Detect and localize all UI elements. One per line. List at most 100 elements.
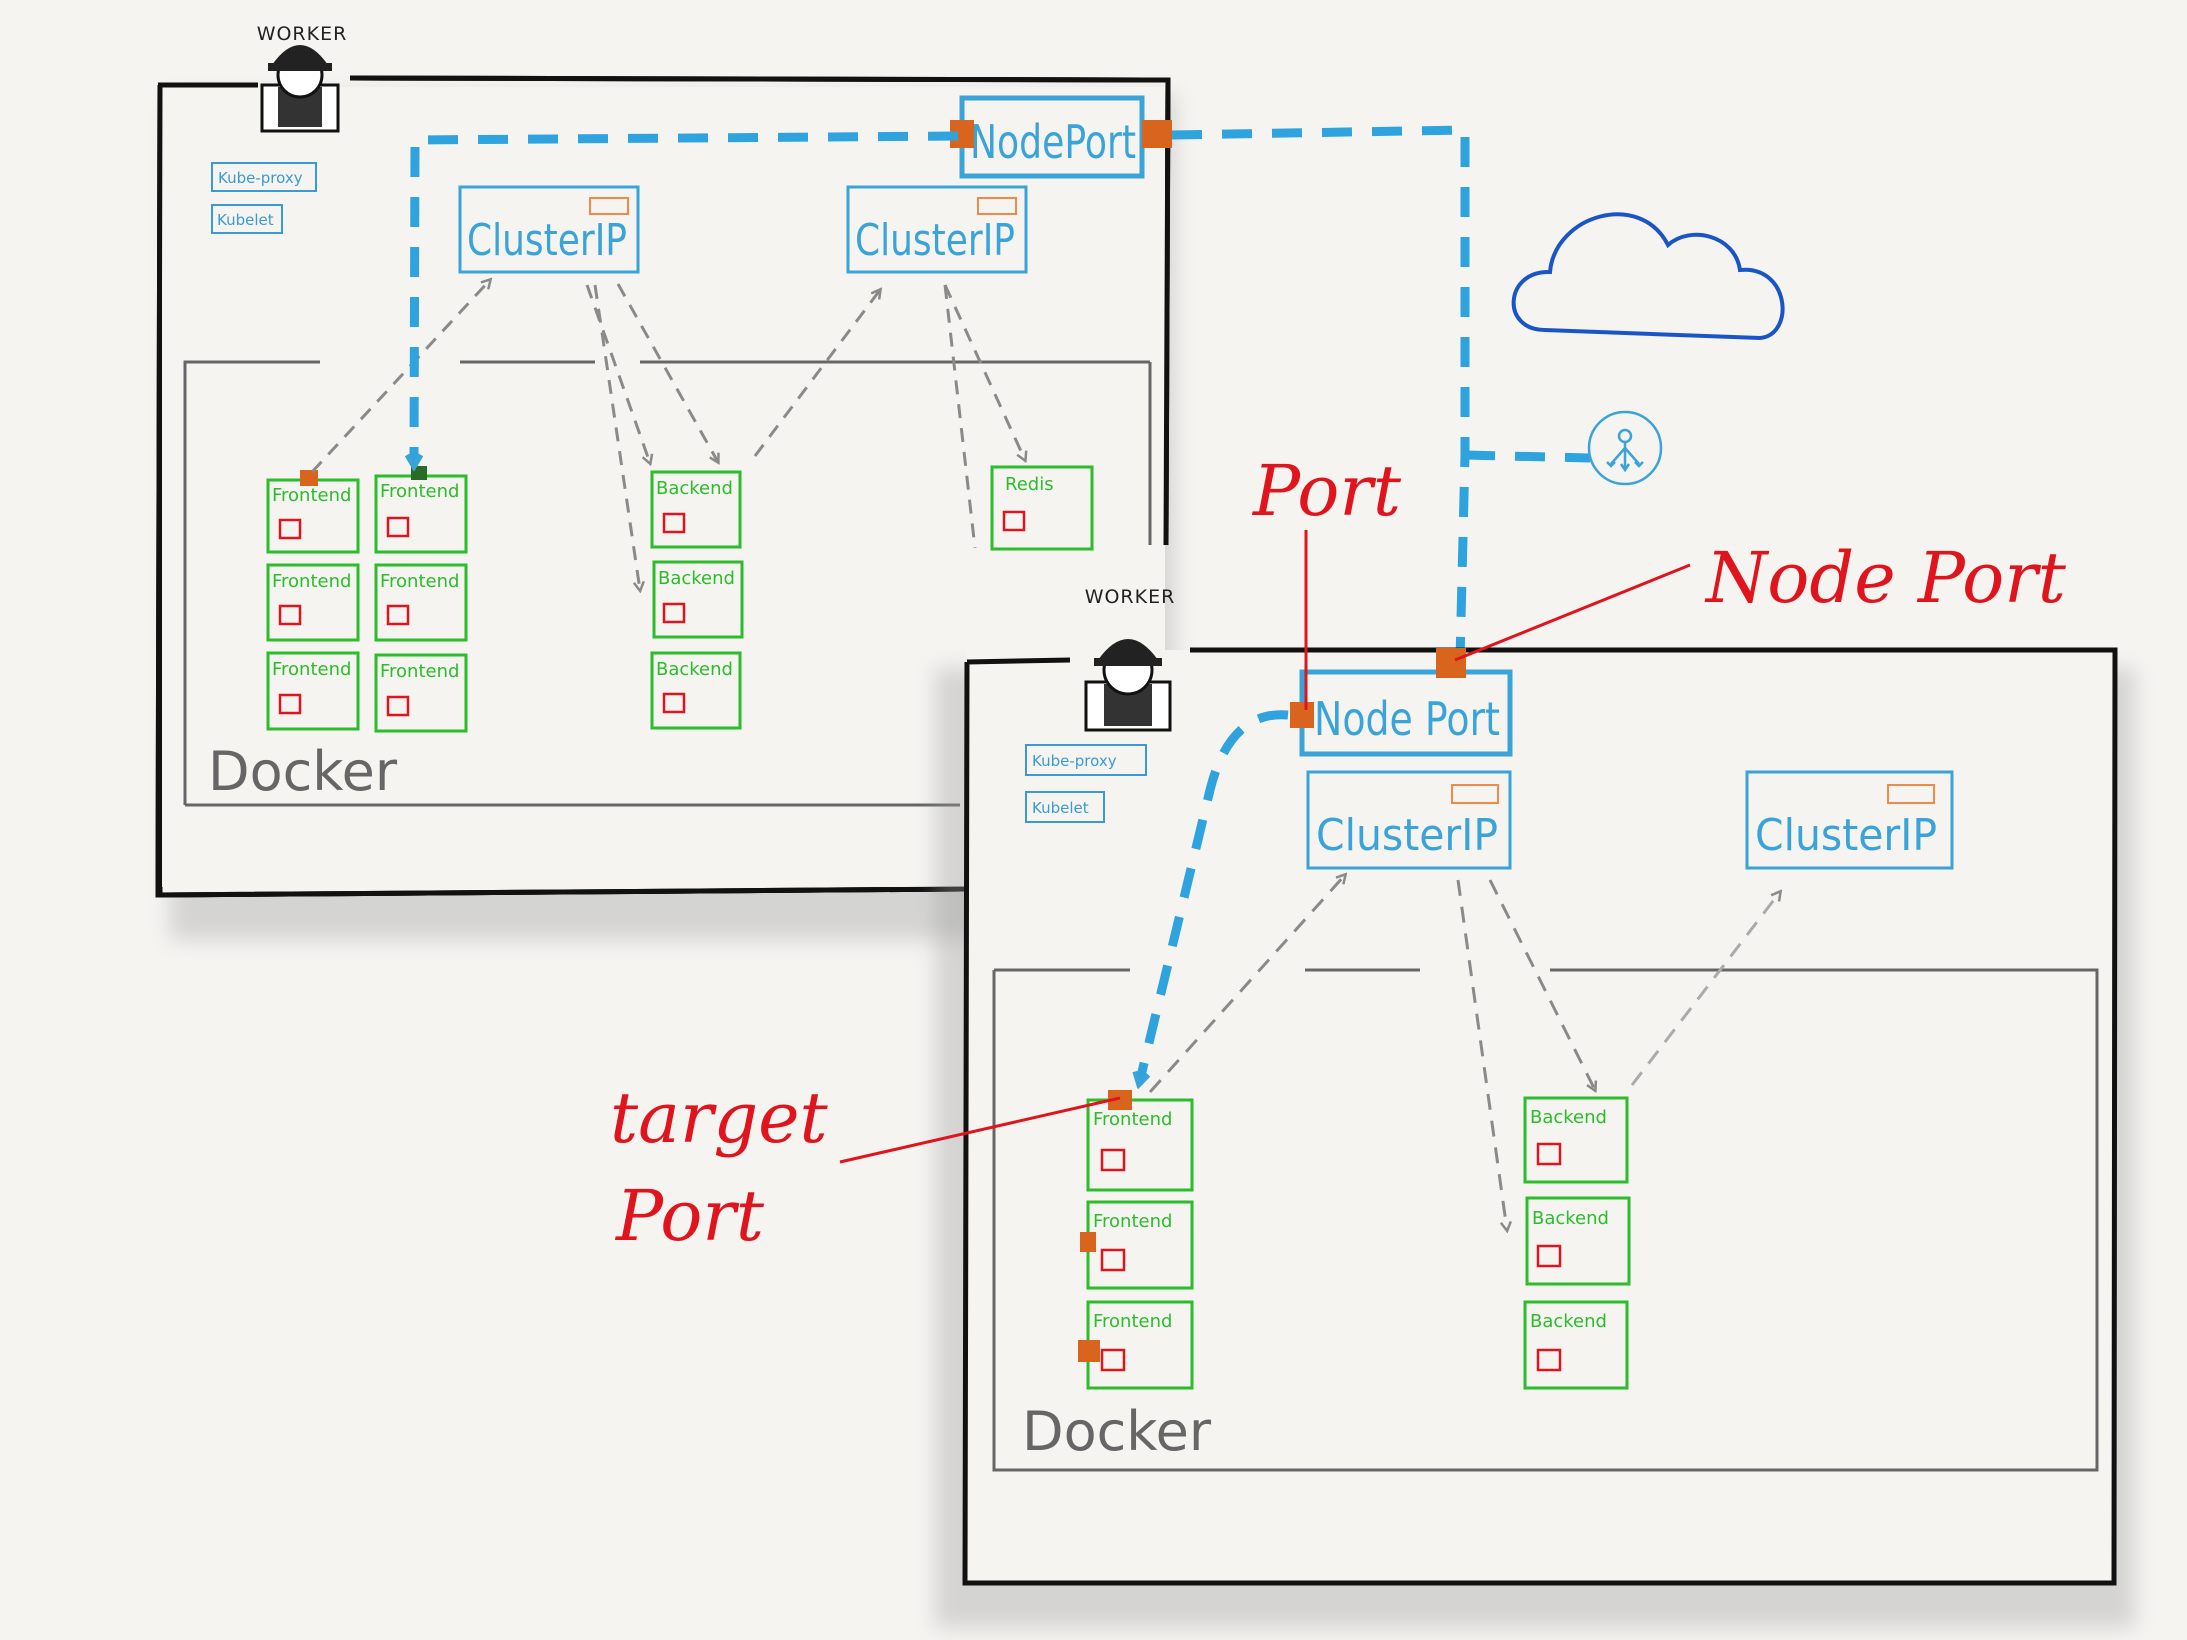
pod-label: Frontend — [272, 659, 351, 680]
service-routing-arrows — [1148, 875, 1780, 1230]
pod-label: Backend — [1532, 1208, 1609, 1229]
container-icon — [1536, 1142, 1562, 1166]
cluster-ip-label: ClusterIP — [1316, 810, 1498, 861]
cluster-ip-label: ClusterIP — [467, 215, 627, 266]
target-port-marker — [1108, 1090, 1132, 1110]
annotations: Port Node Port target Port — [610, 450, 2067, 1257]
pod-label: Backend — [656, 659, 733, 680]
node-port-annotation-line — [1454, 563, 1691, 662]
worker-hardhat-icon — [1084, 639, 1172, 732]
node-port-marker — [1436, 648, 1466, 678]
kubelet-label: Kubelet — [1032, 799, 1089, 817]
port-annotation: Port — [1251, 450, 1402, 532]
pod-backend — [652, 560, 744, 639]
target-port-marker — [1080, 1232, 1096, 1252]
pod-label: Backend — [656, 478, 733, 499]
pod-label: Backend — [1530, 1107, 1607, 1128]
service-port-icon — [1451, 784, 1499, 804]
node-port-traffic-path — [1140, 710, 1289, 1080]
node-port-traffic-path — [414, 131, 959, 462]
node-border — [155, 75, 1171, 898]
container-icon — [1536, 1348, 1562, 1372]
pod-backend — [650, 470, 742, 549]
pod-label: Redis — [1005, 474, 1054, 495]
pod-label: Frontend — [380, 571, 459, 592]
container-icon — [1002, 510, 1026, 532]
container-icon — [662, 512, 686, 534]
pod-backend — [1523, 1300, 1629, 1390]
service-port-icon — [1887, 784, 1935, 804]
worker-label: WORKER — [257, 23, 348, 45]
pod-label: Frontend — [272, 485, 351, 506]
pod-label: Frontend — [380, 661, 459, 682]
pod-label: Backend — [1530, 1311, 1607, 1332]
pod-label: Frontend — [1093, 1311, 1172, 1332]
target-port-annotation-line1: target — [610, 1077, 829, 1159]
kubelet-box — [1025, 791, 1105, 823]
service-routing-arrows — [310, 280, 1025, 590]
docker-label: Docker — [1022, 1400, 1212, 1463]
pod-label: Frontend — [272, 571, 351, 592]
docker-container-frame — [183, 360, 1152, 807]
container-icon — [662, 692, 686, 714]
target-port-marker — [1078, 1340, 1100, 1362]
worker-hardhat-icon — [260, 45, 340, 133]
node-port-label: NodePort — [970, 115, 1136, 169]
node-border — [962, 647, 2118, 1586]
node-port-label: Node Port — [1314, 692, 1500, 746]
pod-label: Frontend — [1093, 1211, 1172, 1232]
container-icon — [1100, 1148, 1126, 1172]
node-body — [967, 650, 2114, 1582]
external-traffic-path — [1171, 125, 1470, 661]
container-icon — [386, 604, 410, 626]
cluster-ip-label: ClusterIP — [1755, 810, 1937, 861]
pod-redis — [990, 465, 1094, 551]
cluster-ip-label: ClusterIP — [855, 215, 1015, 266]
cluster-ip-service-2 — [846, 185, 1028, 274]
pod-group: Frontend Frontend Frontend Frontend Fron… — [266, 465, 1094, 733]
cluster-ip-service-1 — [458, 185, 640, 274]
load-balancer-link — [1464, 450, 1591, 463]
node-port-annotation: Node Port — [1704, 537, 2067, 619]
cloud-icon — [1511, 212, 1785, 341]
worker-node-1: WORKER Kube-proxy Kubelet NodePort Clust… — [155, 23, 1175, 940]
pod-frontend — [266, 563, 360, 642]
container-icon — [386, 516, 410, 538]
docker-container-frame — [992, 968, 2099, 1472]
node-port-service — [959, 95, 1145, 179]
pod-frontend — [374, 563, 468, 642]
port-marker — [1290, 702, 1314, 728]
container-icon — [1100, 1348, 1126, 1372]
container-icon — [278, 693, 302, 715]
pod-label: Frontend — [380, 481, 459, 502]
pod-frontend — [374, 653, 468, 733]
pod-backend — [650, 651, 742, 730]
worker-label: WORKER — [1085, 586, 1176, 608]
kube-proxy-box — [1025, 744, 1147, 776]
load-balancer-icon — [1587, 410, 1663, 486]
kubelet-label: Kubelet — [217, 211, 274, 229]
kube-proxy-label: Kube-proxy — [1032, 752, 1117, 770]
worker-node-2: WORKER Kube-proxy Kubelet Node Port Clus… — [935, 586, 2135, 1628]
container-icon — [278, 518, 302, 540]
container-icon — [662, 602, 686, 624]
pod-label: Frontend — [1093, 1109, 1172, 1130]
container-icon — [278, 604, 302, 626]
pod-backend — [1523, 1096, 1629, 1184]
docker-label: Docker — [208, 740, 398, 803]
container-icon — [386, 695, 410, 717]
kube-proxy-box — [211, 162, 317, 192]
target-port-annotation-line — [839, 1096, 1121, 1164]
pod-frontend — [266, 651, 360, 731]
pod-frontend — [1086, 1098, 1194, 1192]
target-port-annotation-line2: Port — [614, 1175, 765, 1257]
kubelet-box — [211, 204, 283, 234]
service-port-icon — [589, 197, 629, 215]
target-port-marker — [411, 466, 427, 480]
node-port-marker — [1142, 120, 1172, 148]
pod-backend — [1525, 1196, 1631, 1286]
cluster-ip-service-2 — [1745, 770, 1954, 870]
container-icon — [1536, 1244, 1562, 1268]
cluster-ip-service-1 — [1306, 770, 1512, 870]
